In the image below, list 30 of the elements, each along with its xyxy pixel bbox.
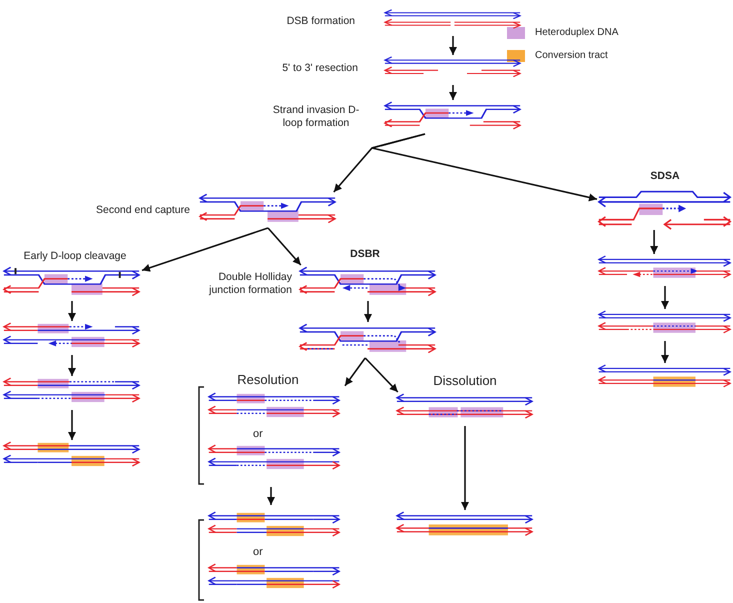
step-label: Early D-loop cleavage [22,250,128,263]
step-label: Second end capture [95,204,190,217]
arrow [364,357,398,393]
step-label: DSBR [349,248,381,261]
arrow [142,227,268,272]
arrow [449,85,457,100]
step-label: Dissolution [432,373,498,388]
step-label: DSB formation [286,15,355,28]
arrow [449,36,457,55]
arrow [371,133,598,202]
legend-label: Conversion tract [535,50,608,62]
step-label: Strand invasion D-loop formation [272,104,360,130]
arrow [344,358,366,386]
arrow [68,410,76,440]
step-label: SDSA [649,170,681,183]
step-label: 5' to 3' resection [281,62,358,75]
arrow [364,301,372,322]
arrow [68,355,76,376]
arrow [267,487,275,505]
arrow [461,426,469,510]
separator-text: or [253,428,263,442]
legend-label: Heteroduplex DNA [535,27,618,40]
arrow [68,301,76,321]
group-heading: Resolution [236,372,300,388]
arrow [661,341,669,363]
step-label: Double Holliday junction formation [208,271,292,297]
arrow [661,286,669,309]
separator-text: or [253,546,263,560]
arrow [267,227,302,266]
arrow [650,230,658,254]
